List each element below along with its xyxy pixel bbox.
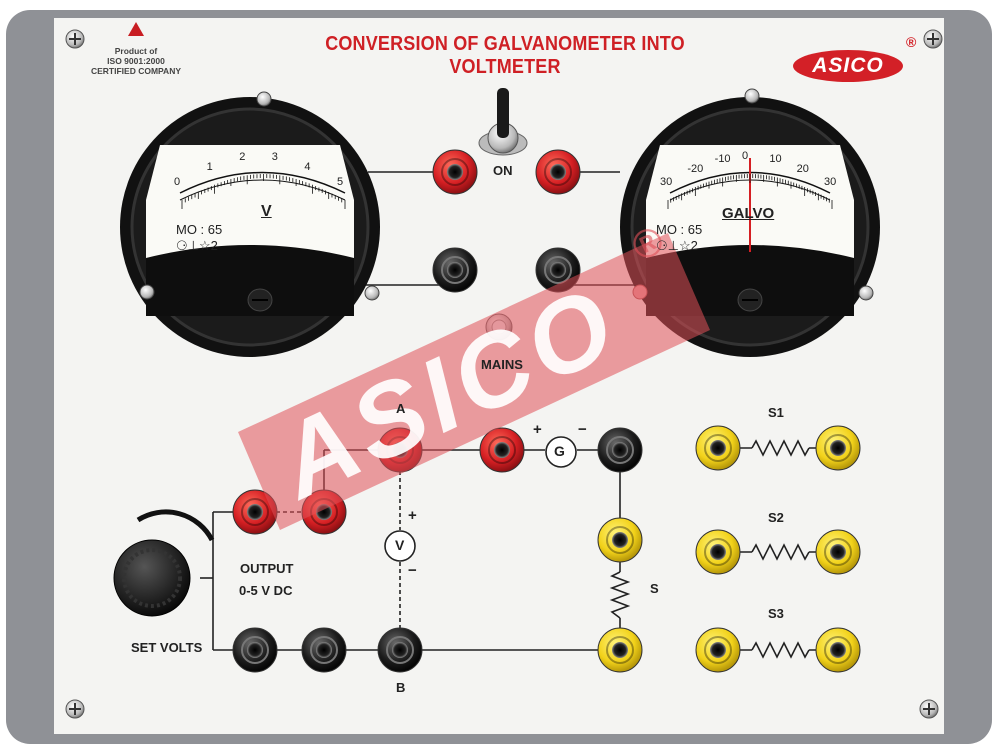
- terminal-black-mid-right[interactable]: [535, 247, 581, 293]
- galvanometer-tick-label: 30: [824, 176, 837, 188]
- galvo-symbol-label: G: [554, 443, 565, 459]
- terminal-red-top-right[interactable]: [535, 149, 581, 195]
- volt-minus-label: −: [408, 562, 417, 579]
- galvanometer-symbols: ⚆⊥☆2: [656, 238, 698, 253]
- brand-logo: ASICO: [793, 50, 903, 82]
- galvanometer-tick-label: 20: [796, 163, 809, 175]
- iso-certification: Product of ISO 9001:2000 CERTIFIED COMPA…: [90, 46, 182, 76]
- volt-plus-label: +: [408, 507, 417, 524]
- s2-label: S2: [768, 510, 784, 525]
- terminal-black-link[interactable]: [301, 627, 347, 673]
- s1-label: S1: [768, 405, 784, 420]
- screw-icon: [256, 91, 272, 107]
- screw-icon: [139, 284, 155, 300]
- galvanometer-unit: GALVO: [722, 205, 775, 222]
- voltmeter-unit: V: [261, 203, 272, 220]
- galvo-minus-label: −: [578, 421, 587, 438]
- corner-screw-bottom-right: [919, 699, 939, 719]
- iso-logo-icon: [128, 22, 144, 36]
- terminal-b-label: B: [396, 680, 406, 695]
- output-label: OUTPUT: [240, 561, 294, 576]
- screw-icon: [364, 285, 380, 301]
- shunt-s-label: S: [650, 581, 659, 596]
- s2-terminal-left[interactable]: [695, 529, 741, 575]
- mains-label: MAINS: [481, 357, 523, 372]
- on-label: ON: [493, 163, 513, 178]
- terminal-red-link[interactable]: [301, 489, 347, 535]
- rotation-arc-icon: [136, 509, 215, 542]
- galvanometer-tick-label: 0: [742, 150, 749, 162]
- shunt-terminal-bottom[interactable]: [597, 627, 643, 673]
- galvo-plus-label: +: [533, 421, 542, 438]
- voltmeter-tick-label: 3: [271, 151, 278, 164]
- iso-line-1: Product of: [114, 46, 158, 56]
- volt-symbol-label: V: [395, 537, 405, 553]
- on-toggle-switch[interactable]: [478, 88, 528, 156]
- galvanometer-tick-label: 10: [769, 153, 782, 166]
- galvanometer-tick-label: 30: [660, 176, 673, 188]
- page-title: CONVERSION OF GALVANOMETER INTO VOLTMETE…: [325, 33, 685, 78]
- voltmeter-tick-label: 0: [174, 176, 181, 188]
- terminal-red-top-left[interactable]: [432, 149, 478, 195]
- shunt-terminal-top[interactable]: [597, 517, 643, 563]
- voltmeter-model: MO : 65: [176, 222, 223, 237]
- s2-terminal-right[interactable]: [815, 529, 861, 575]
- terminal-galvo-negative[interactable]: [597, 427, 643, 473]
- terminal-a-label: A: [396, 401, 406, 416]
- screw-icon: [744, 88, 760, 104]
- registered-mark: ®: [906, 34, 917, 50]
- corner-screw-top-left: [65, 29, 85, 49]
- voltmeter-meter: [120, 97, 380, 357]
- s3-terminal-left[interactable]: [695, 627, 741, 673]
- terminal-a[interactable]: [377, 427, 423, 473]
- terminal-b[interactable]: [377, 627, 423, 673]
- voltmeter-tick-label: 1: [206, 160, 213, 173]
- corner-screw-bottom-left: [65, 699, 85, 719]
- voltmeter-symbols: ⚆⊥☆2: [176, 238, 218, 253]
- screw-icon: [858, 285, 874, 301]
- set-volts-label: SET VOLTS: [131, 640, 203, 655]
- iso-line-2: ISO 9001:2000: [107, 56, 165, 66]
- voltmeter-tick-label: 5: [337, 176, 344, 188]
- voltmeter-tick-label: 2: [239, 151, 246, 164]
- galvanometer-tick-label: -10: [714, 153, 731, 166]
- mains-lamp: [485, 313, 513, 341]
- screw-icon: [632, 284, 648, 300]
- s1-terminal-left[interactable]: [695, 425, 741, 471]
- corner-screw-top-right: [923, 29, 943, 49]
- s1-terminal-right[interactable]: [815, 425, 861, 471]
- terminal-galvo-positive[interactable]: [479, 427, 525, 473]
- voltmeter-tick-label: 4: [304, 160, 311, 173]
- terminal-black-mid-left[interactable]: [432, 247, 478, 293]
- voltmeter-symbol: [384, 530, 416, 562]
- galvanometer-model: MO : 65: [656, 222, 703, 237]
- dashed-wiring: [255, 450, 401, 650]
- set-volts-knob[interactable]: [113, 539, 191, 617]
- output-negative-terminal[interactable]: [232, 627, 278, 673]
- output-range-label: 0-5 V DC: [239, 583, 293, 598]
- output-positive-terminal[interactable]: [232, 489, 278, 535]
- s3-label: S3: [768, 606, 784, 621]
- galvanometer-tick-label: -20: [687, 163, 704, 175]
- s3-terminal-right[interactable]: [815, 627, 861, 673]
- iso-line-3: CERTIFIED COMPANY: [90, 66, 182, 76]
